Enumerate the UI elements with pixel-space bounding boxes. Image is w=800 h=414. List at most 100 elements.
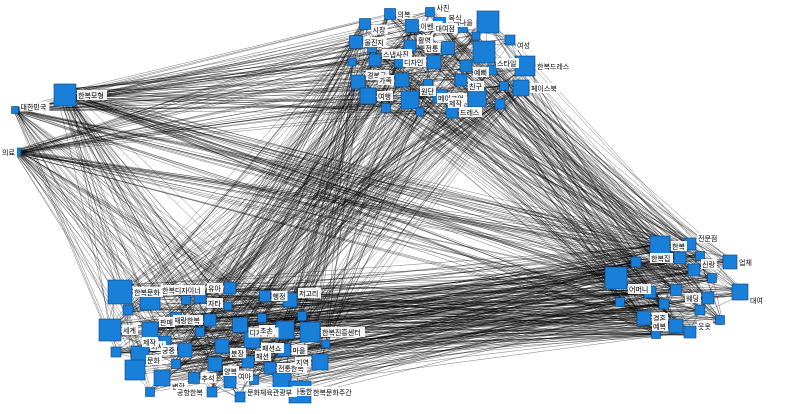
node-left[interactable] <box>12 107 19 114</box>
node-top[interactable] <box>505 35 515 45</box>
node-right[interactable] <box>723 255 737 269</box>
node-filler[interactable] <box>298 312 307 321</box>
node-filler[interactable] <box>631 257 641 267</box>
node-bottom-left[interactable] <box>142 322 158 338</box>
node-filler[interactable] <box>708 274 717 283</box>
node-top[interactable] <box>401 91 419 109</box>
node-filler[interactable] <box>172 360 181 369</box>
node-label-text: 제작 <box>449 99 462 108</box>
edge-line <box>491 71 674 291</box>
node-label-text: 여아 <box>238 372 251 381</box>
node-label: 전통 <box>425 43 441 53</box>
node-right[interactable] <box>688 264 700 276</box>
node-filler[interactable] <box>224 302 232 310</box>
node-label: 패션 <box>255 351 271 361</box>
node-filler[interactable] <box>258 314 267 323</box>
node-filler[interactable] <box>182 296 191 305</box>
node-bottom-left[interactable] <box>189 373 200 384</box>
node-bottom-left[interactable] <box>207 387 217 397</box>
node-label: 분장 <box>230 348 246 358</box>
node-right[interactable] <box>674 252 686 264</box>
node-label: 제작 <box>448 98 464 108</box>
node-top[interactable] <box>350 36 363 49</box>
node-bottom-left[interactable] <box>233 318 248 333</box>
node-top[interactable] <box>369 54 381 66</box>
node-label-text: 유아 <box>208 284 221 293</box>
node-bottom-left[interactable] <box>300 322 320 342</box>
node-filler[interactable] <box>695 305 705 315</box>
node-label: 전문점 <box>697 233 720 243</box>
node-top[interactable] <box>468 89 486 107</box>
node-top[interactable] <box>473 41 495 63</box>
edge-line <box>18 150 264 297</box>
node-bottom-left[interactable] <box>215 339 229 353</box>
node-right[interactable] <box>702 292 714 304</box>
node-filler[interactable] <box>500 82 509 91</box>
node-bottom-left[interactable] <box>260 291 271 302</box>
node-top[interactable] <box>406 20 419 33</box>
node-right[interactable] <box>684 326 696 338</box>
node-filler[interactable] <box>616 298 625 307</box>
node-label: 웨딩 <box>685 293 701 303</box>
node-label-text: 여성 <box>517 41 530 50</box>
node-label-text: 예복 <box>653 322 666 331</box>
node-filler[interactable] <box>416 108 424 116</box>
node-bottom-left[interactable] <box>154 370 170 386</box>
node-filler[interactable] <box>348 58 356 66</box>
node-top[interactable] <box>455 74 467 86</box>
node-filler[interactable] <box>123 305 133 315</box>
node-right[interactable] <box>732 284 748 300</box>
node-label-text: 원단 <box>421 87 434 96</box>
node-top[interactable] <box>513 80 529 96</box>
node-filler[interactable] <box>146 388 155 397</box>
node-top[interactable] <box>426 8 435 17</box>
node-filler[interactable] <box>196 328 205 337</box>
node-top[interactable] <box>385 9 396 20</box>
node-label-text: 디자인 <box>404 58 423 67</box>
edge-line <box>201 66 469 296</box>
node-label: 한복디자이너 <box>161 285 205 295</box>
node-right[interactable] <box>637 311 651 325</box>
node-label-text: 한복집 <box>651 254 670 263</box>
node-top[interactable] <box>460 60 472 72</box>
node-bottom-left[interactable] <box>264 362 276 374</box>
node-filler[interactable] <box>322 340 330 348</box>
node-top[interactable] <box>360 88 376 104</box>
node-bottom-left[interactable] <box>276 321 294 339</box>
node-top[interactable] <box>477 11 499 33</box>
node-top[interactable] <box>395 73 409 87</box>
node-bottom-left[interactable] <box>204 314 216 326</box>
node-left[interactable] <box>54 84 76 106</box>
node-label: 지역 <box>295 357 311 367</box>
node-label: 문화체육관광부 <box>246 387 297 397</box>
node-bottom-left[interactable] <box>99 319 121 341</box>
node-bottom-left[interactable] <box>208 357 222 371</box>
node-top[interactable] <box>360 19 371 30</box>
node-bottom-left[interactable] <box>125 360 145 380</box>
node-bottom-left[interactable] <box>178 343 192 357</box>
edge-line <box>130 83 524 309</box>
node-right[interactable] <box>669 319 683 333</box>
node-label-text: 문화체육관광부 <box>247 388 293 397</box>
node-filler[interactable] <box>495 99 505 109</box>
node-filler[interactable] <box>382 104 391 113</box>
node-bottom-left[interactable] <box>312 354 328 370</box>
node-bottom-left[interactable] <box>235 392 245 402</box>
node-bottom-left[interactable] <box>224 282 236 294</box>
node-label: 추석 <box>201 373 217 383</box>
node-label-text: 예뻐 <box>474 68 487 77</box>
node-filler[interactable] <box>671 285 682 296</box>
node-top[interactable] <box>427 55 441 69</box>
node-filler[interactable] <box>659 299 669 309</box>
node-bottom-left[interactable] <box>108 280 132 304</box>
node-label: 디자인 <box>403 57 426 67</box>
node-right[interactable] <box>605 267 627 289</box>
node-filler[interactable] <box>111 347 121 357</box>
node-filler[interactable] <box>716 316 725 325</box>
node-bottom-left[interactable] <box>224 376 236 388</box>
node-label-text: 드레스 <box>460 108 480 117</box>
node-filler[interactable] <box>472 32 480 40</box>
node-top[interactable] <box>351 75 365 89</box>
node-top[interactable] <box>442 42 455 55</box>
